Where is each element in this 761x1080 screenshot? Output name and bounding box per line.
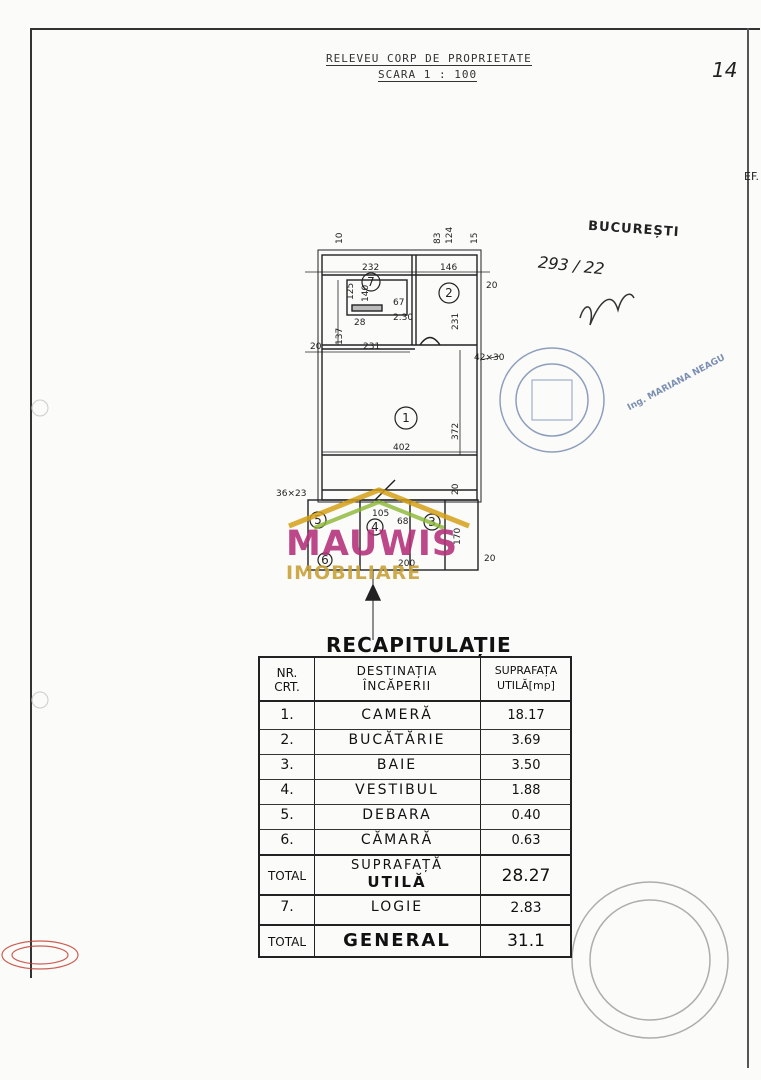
total-area: 28.27	[501, 866, 551, 886]
total-label: TOTAL	[267, 869, 307, 883]
dim-137: 137	[335, 328, 345, 345]
room-7-label: 7	[367, 275, 375, 289]
dim-28: 28	[354, 318, 366, 328]
dim-231-bottom: 231	[363, 342, 380, 352]
room-6-label: 6	[321, 553, 329, 567]
dim-42x30: 42×30	[474, 353, 505, 363]
dim-20-left: 20	[310, 342, 322, 352]
dim-83: 83	[433, 233, 443, 244]
row5-name: DEBARA	[362, 807, 432, 823]
administration-stamp	[571, 881, 729, 1039]
dim-10: 10	[335, 232, 345, 244]
recap-table: NR. CRT. DESTINAȚIA ÎNCĂPERII SUPRAFAȚA …	[258, 656, 572, 958]
dim-20-right: 20	[484, 554, 496, 564]
row4-nr: 4.	[280, 782, 294, 798]
room-2-label: 2	[445, 286, 453, 300]
dim-230: 2.30	[393, 313, 413, 323]
dim-36x23: 36×23	[276, 489, 306, 499]
page-number: 14	[712, 58, 738, 82]
row6-name: CĂMARĂ	[360, 832, 434, 848]
dim-170: 170	[453, 528, 463, 545]
row3-area: 3.50	[511, 758, 541, 773]
dim-20-top: 20	[486, 281, 498, 291]
dim-20-mid: 20	[451, 483, 461, 495]
document-title: RELEVEU CORP DE PROPRIETATE	[326, 52, 532, 66]
dim-232: 232	[362, 263, 379, 273]
header-dest-b: ÎNCĂPERII	[362, 679, 432, 693]
dim-124: 124	[445, 227, 455, 244]
dim-68: 68	[397, 517, 409, 527]
row2-nr: 2.	[280, 732, 294, 748]
logia-name: LOGIE	[370, 899, 424, 915]
row4-name: VESTIBUL	[355, 782, 439, 798]
corner-mark: EF.	[744, 170, 760, 183]
signature	[579, 293, 635, 326]
logia-nr: 7.	[280, 899, 294, 915]
row3-nr: 3.	[280, 757, 294, 773]
dim-140: 140	[361, 285, 371, 302]
dim-146: 146	[440, 263, 457, 273]
row5-area: 0.40	[511, 808, 541, 823]
dim-125: 125	[346, 283, 356, 300]
room-5-label: 5	[314, 513, 322, 527]
dim-200: 200	[398, 559, 415, 569]
row4-area: 1.88	[511, 783, 541, 798]
document-scale: SCARA 1 : 100	[378, 68, 478, 82]
frame-right	[747, 28, 749, 1068]
dim-67: 67	[393, 298, 404, 308]
room-1-label: 1	[402, 411, 410, 425]
header-nr-a: NR.	[276, 666, 298, 680]
red-stamp	[1, 940, 79, 970]
total-name-a: SUPRAFAȚĂ	[350, 858, 443, 873]
dim-231-right: 231	[451, 313, 461, 330]
frame-top	[30, 28, 760, 30]
general-area: 31.1	[507, 931, 545, 951]
mauwis-logo: MAUWIS IMOBILIARE	[284, 484, 479, 594]
row1-name: CAMERĂ	[361, 707, 433, 723]
total-name-b: UTILĂ	[367, 873, 427, 891]
row2-area: 3.69	[511, 733, 541, 748]
header-nr-b: CRT.	[274, 680, 300, 694]
header-area-b: UTILĂ[mp]	[497, 679, 555, 692]
header-area-a: SUPRAFAȚA	[494, 664, 558, 677]
room-4-label: 4	[371, 520, 379, 534]
row3-name: BAIE	[376, 757, 418, 773]
punch-hole-bottom	[31, 691, 49, 709]
header-dest-a: DESTINAȚIA	[356, 664, 438, 678]
recap-title: RECAPITULAȚIE	[326, 633, 512, 658]
dim-105: 105	[372, 509, 389, 519]
general-name: GENERAL	[343, 930, 451, 951]
row5-nr: 5.	[280, 807, 294, 823]
general-label: TOTAL	[267, 935, 307, 949]
logia-area: 2.83	[510, 900, 542, 916]
logo-line1: MAUWIS	[286, 524, 459, 564]
cadastre-stamp	[499, 347, 605, 453]
row6-nr: 6.	[280, 832, 294, 848]
row1-nr: 1.	[280, 707, 294, 723]
dim-15: 15	[470, 233, 480, 244]
row6-area: 0.63	[511, 833, 541, 848]
logo-line2: IMOBILIARE	[286, 562, 422, 584]
row2-name: BUCĂTĂRIE	[348, 732, 446, 748]
frame-left	[30, 28, 32, 978]
dim-402: 402	[393, 443, 410, 453]
row1-area: 18.17	[507, 708, 545, 723]
punch-hole-top	[31, 399, 49, 417]
dim-372: 372	[451, 423, 461, 440]
